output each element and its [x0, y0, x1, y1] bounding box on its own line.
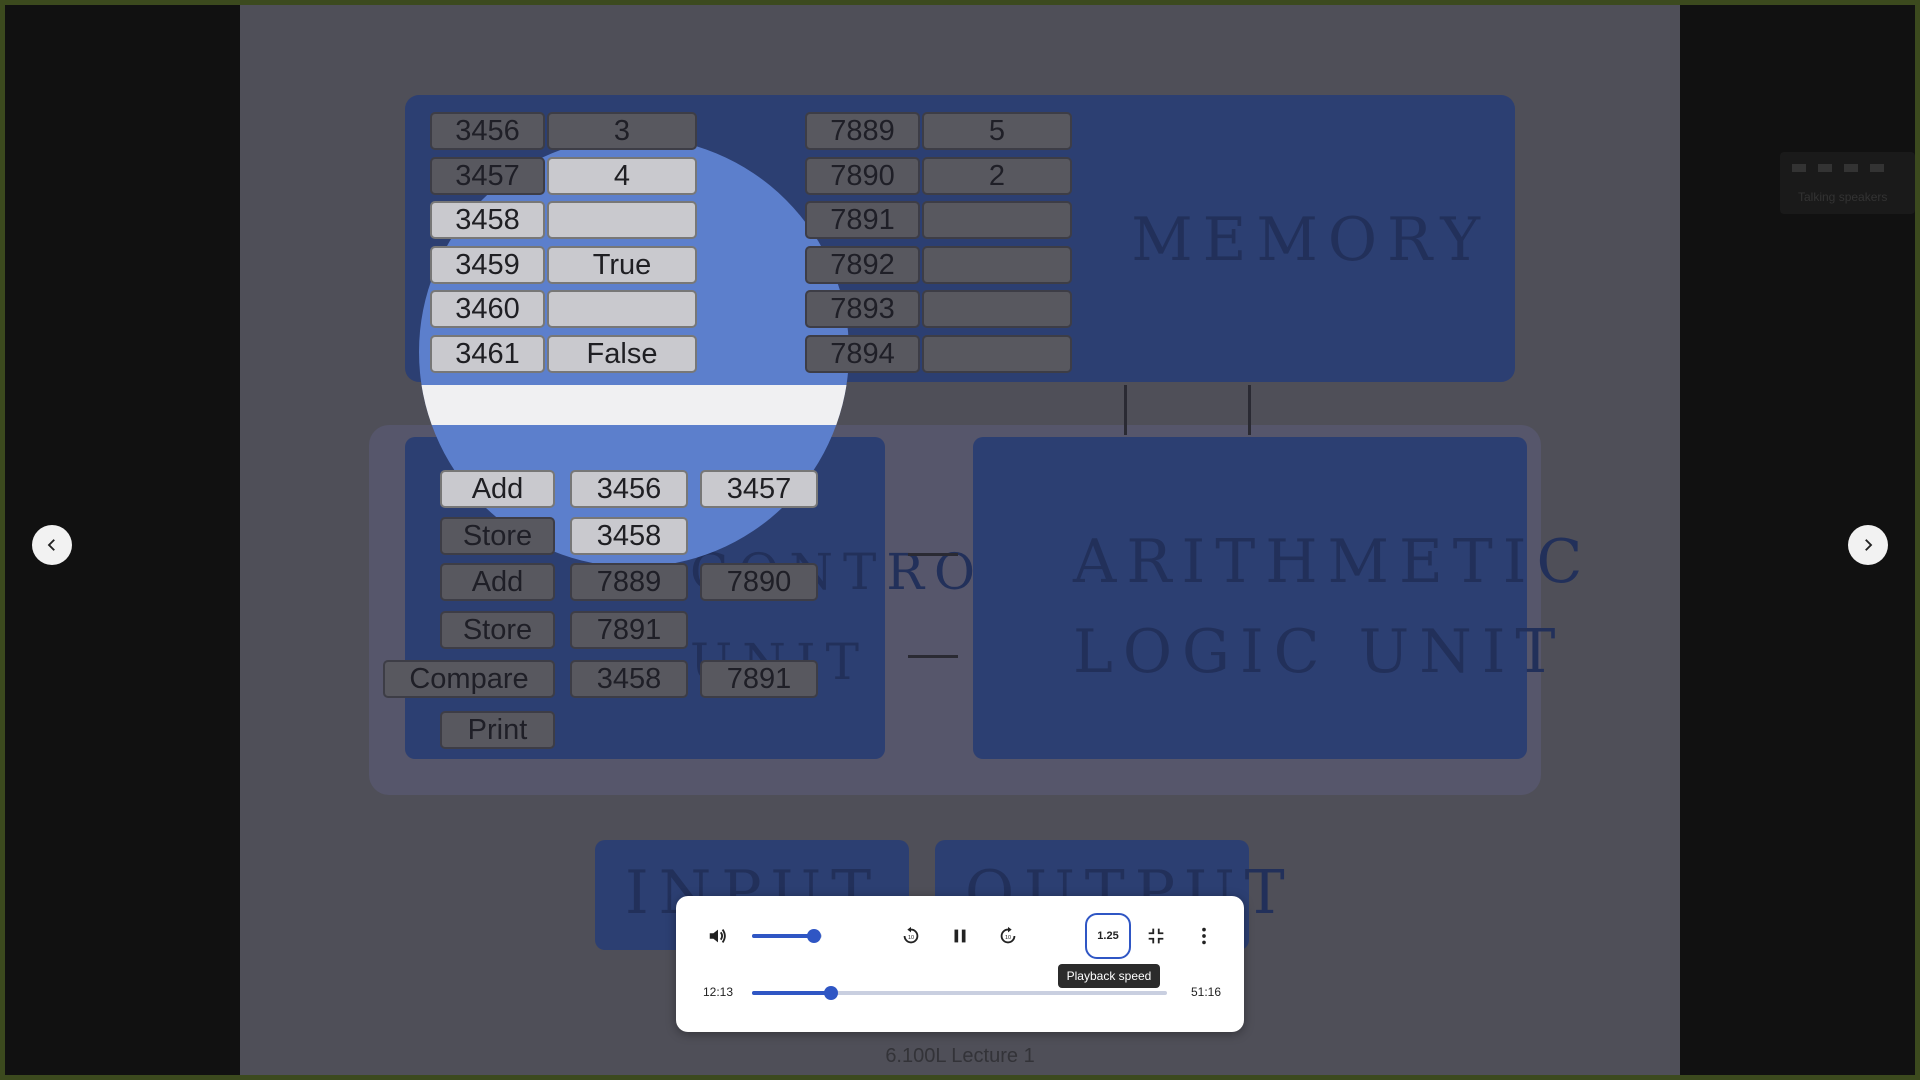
instruction-op-cell: Print — [440, 711, 555, 749]
alu-title: ARITHMETIC LOGIC UNIT — [1073, 527, 1593, 687]
exit-fullscreen-button[interactable] — [1144, 924, 1168, 948]
memory-value-cell — [922, 335, 1072, 373]
arrow-up-right — [1248, 385, 1251, 435]
instruction-arg-cell: 7891 — [570, 611, 688, 649]
memory-value-cell — [922, 201, 1072, 239]
exit-fullscreen-icon — [1148, 928, 1164, 944]
memory-address-cell: 3456 — [430, 112, 545, 150]
instruction-op-cell: Add — [440, 470, 555, 508]
memory-value-cell — [922, 246, 1072, 284]
svg-text:10: 10 — [908, 935, 914, 941]
current-time: 12:13 — [703, 985, 734, 999]
playback-speed-tooltip: Playback speed — [1058, 964, 1160, 988]
memory-value-cell: 5 — [922, 112, 1072, 150]
seek-bar-handle[interactable] — [823, 986, 838, 1000]
memory-value-cell: 3 — [547, 112, 697, 150]
memory-address-cell: 7890 — [805, 157, 920, 195]
instruction-arg-cell: 3457 — [700, 470, 818, 508]
memory-value-cell: True — [547, 246, 697, 284]
rewind-10-button[interactable]: 10 — [899, 924, 923, 948]
instruction-op-cell: Store — [440, 611, 555, 649]
memory-address-cell: 3461 — [430, 335, 545, 373]
pause-icon — [954, 929, 966, 943]
memory-value-cell: 4 — [547, 157, 697, 195]
memory-value-cell — [547, 201, 697, 239]
instruction-arg-cell: 7889 — [570, 563, 688, 601]
instruction-arg-cell: 3458 — [570, 660, 688, 698]
arrow-down-left — [554, 385, 557, 435]
more-vert-icon — [1202, 927, 1206, 945]
volume-slider[interactable] — [752, 929, 822, 943]
slide-footer: 6.100L Lecture 1 — [885, 1045, 1035, 1067]
media-player-controls: 10 10 1.25 Playback speed 12:13 51:16 — [676, 896, 1244, 1032]
memory-title: MEMORY — [1131, 205, 1490, 275]
memory-value-cell — [922, 290, 1072, 328]
instruction-arg-cell: 3456 — [570, 470, 688, 508]
next-slide-button[interactable] — [1848, 525, 1888, 565]
memory-value-cell: False — [547, 335, 697, 373]
instruction-op-cell: Store — [440, 517, 555, 555]
lecture-slide: MEMORY CONTROL UNIT ARITHMETIC LOGIC UNI… — [240, 5, 1680, 1075]
speaker-widget-label: Talking speakers — [1798, 190, 1888, 204]
playback-speed-button[interactable]: 1.25 — [1085, 913, 1131, 959]
previous-slide-button[interactable] — [32, 525, 72, 565]
arrow-down-right — [1124, 385, 1127, 435]
chevron-right-icon — [1865, 539, 1873, 551]
video-viewer: MEMORY CONTROL UNIT ARITHMETIC LOGIC UNI… — [5, 5, 1915, 1075]
memory-address-cell: 3458 — [430, 201, 545, 239]
instruction-op-cell: Add — [440, 563, 555, 601]
rewind-10-icon: 10 — [903, 926, 919, 944]
alu-box: ARITHMETIC LOGIC UNIT — [973, 437, 1582, 759]
speaker-layout-icons — [1792, 164, 1884, 172]
total-duration: 51:16 — [1191, 985, 1222, 999]
memory-address-cell: 7889 — [805, 112, 920, 150]
arrow-up-left — [678, 385, 681, 435]
forward-10-button[interactable]: 10 — [996, 924, 1020, 948]
instruction-arg-cell: 3458 — [570, 517, 688, 555]
speaker-view-widget[interactable]: Talking speakers — [1780, 152, 1915, 214]
instruction-arg-cell: 7891 — [700, 660, 818, 698]
memory-address-cell: 7894 — [805, 335, 920, 373]
memory-address-cell: 7891 — [805, 201, 920, 239]
arrow-alu-to-ctrl — [908, 655, 958, 658]
spotlight-band — [419, 385, 849, 425]
instruction-arg-cell: 7890 — [700, 563, 818, 601]
svg-text:10: 10 — [1005, 935, 1011, 941]
memory-value-cell: 2 — [922, 157, 1072, 195]
memory-value-cell — [547, 290, 697, 328]
seek-bar-played — [752, 991, 831, 995]
memory-address-cell: 3459 — [430, 246, 545, 284]
arrow-ctrl-to-alu — [908, 553, 958, 556]
volume-slider-fill — [752, 934, 814, 938]
memory-address-cell: 3460 — [430, 290, 545, 328]
instruction-op-cell: Compare — [383, 660, 555, 698]
volume-icon — [709, 929, 726, 943]
more-options-button[interactable] — [1192, 924, 1216, 948]
pause-button[interactable] — [948, 924, 972, 948]
memory-address-cell: 3457 — [430, 157, 545, 195]
memory-address-cell: 7893 — [805, 290, 920, 328]
forward-10-icon: 10 — [1000, 926, 1016, 944]
chevron-left-icon — [47, 539, 55, 551]
volume-button[interactable] — [706, 924, 730, 948]
memory-address-cell: 7892 — [805, 246, 920, 284]
seek-bar[interactable] — [752, 986, 1167, 1000]
volume-slider-handle[interactable] — [806, 929, 821, 943]
